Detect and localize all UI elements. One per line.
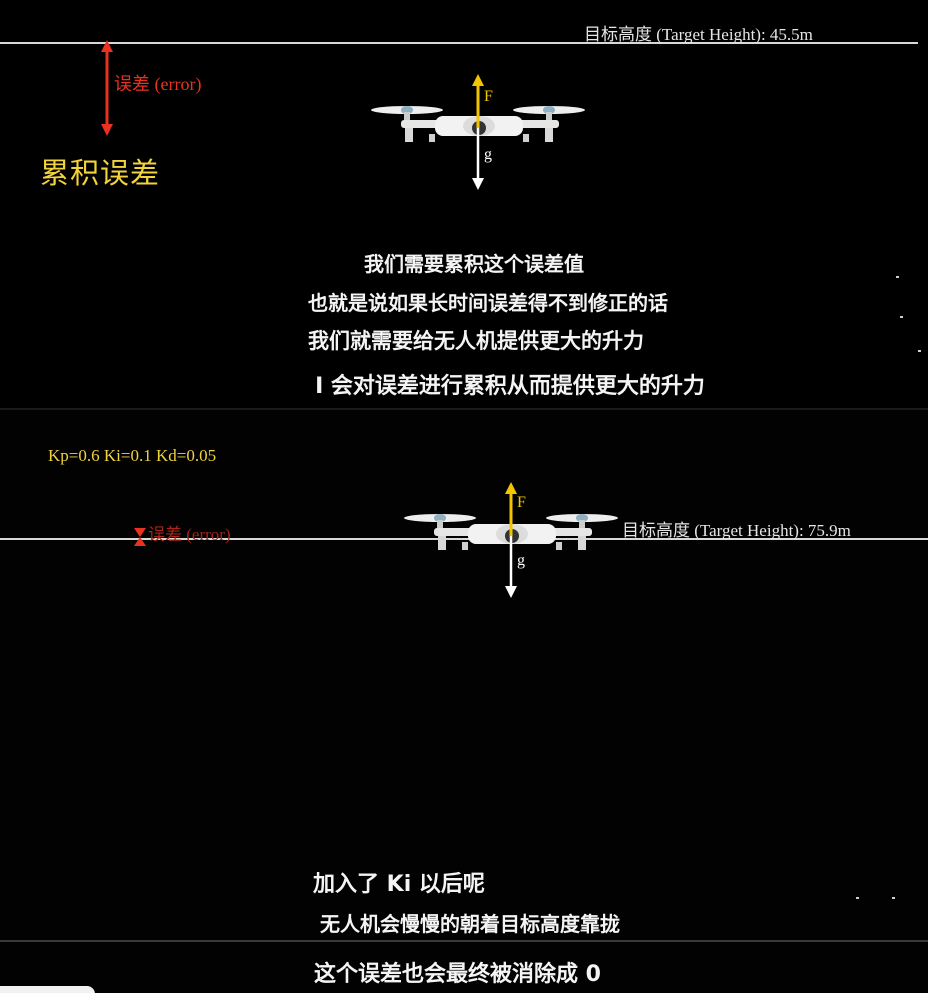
target-height-label: 目标高度 (Target Height): 75.9m (622, 521, 851, 540)
subtitle-line-3: 这个误差也会最终被消除成 0 (314, 962, 601, 987)
target-height-label: 目标高度 (Target Height): 45.5m (584, 25, 813, 44)
panel-divider (0, 408, 928, 410)
subtitle-line-3: 我们就需要给无人机提供更大的升力 (308, 329, 644, 353)
subtitle-line-1: 加入了 Ki 以后呢 (313, 872, 485, 897)
accumulated-error-label: 累积误差 (40, 156, 161, 190)
caption-divider (0, 940, 928, 942)
error-arrow (134, 528, 146, 546)
subtitle-line-1: 我们需要累积这个误差值 (364, 252, 584, 276)
target-height-line (0, 42, 918, 44)
error-label: 误差 (error) (114, 74, 202, 94)
force-label: F (517, 494, 526, 511)
speck (918, 350, 921, 352)
pid-gains-label: Kp=0.6 Ki=0.1 Kd=0.05 (48, 446, 217, 465)
force-label: F (484, 88, 493, 105)
error-label: 误差 (error) (148, 525, 231, 544)
drone-icon (371, 74, 585, 190)
gravity-label: g (484, 146, 492, 163)
speck (856, 897, 859, 899)
speck (892, 897, 895, 899)
error-arrow (101, 40, 113, 136)
speck (900, 316, 903, 318)
top-panel: 目标高度 (Target Height): 45.5m 误差 (error) 累… (0, 0, 928, 408)
subtitle-line-2: 无人机会慢慢的朝着目标高度靠拢 (320, 912, 620, 936)
corner-overlay (0, 986, 95, 993)
subtitle-line-2: 也就是说如果长时间误差得不到修正的话 (308, 291, 668, 315)
subtitle-line-4: I 会对误差进行累积从而提供更大的升力 (315, 374, 705, 399)
gravity-label: g (517, 552, 525, 569)
speck (896, 276, 899, 278)
bottom-panel: Kp=0.6 Ki=0.1 Kd=0.05 目标高度 (Target Heigh… (0, 410, 928, 993)
drone-icon (404, 482, 618, 598)
target-height-line (0, 538, 928, 540)
